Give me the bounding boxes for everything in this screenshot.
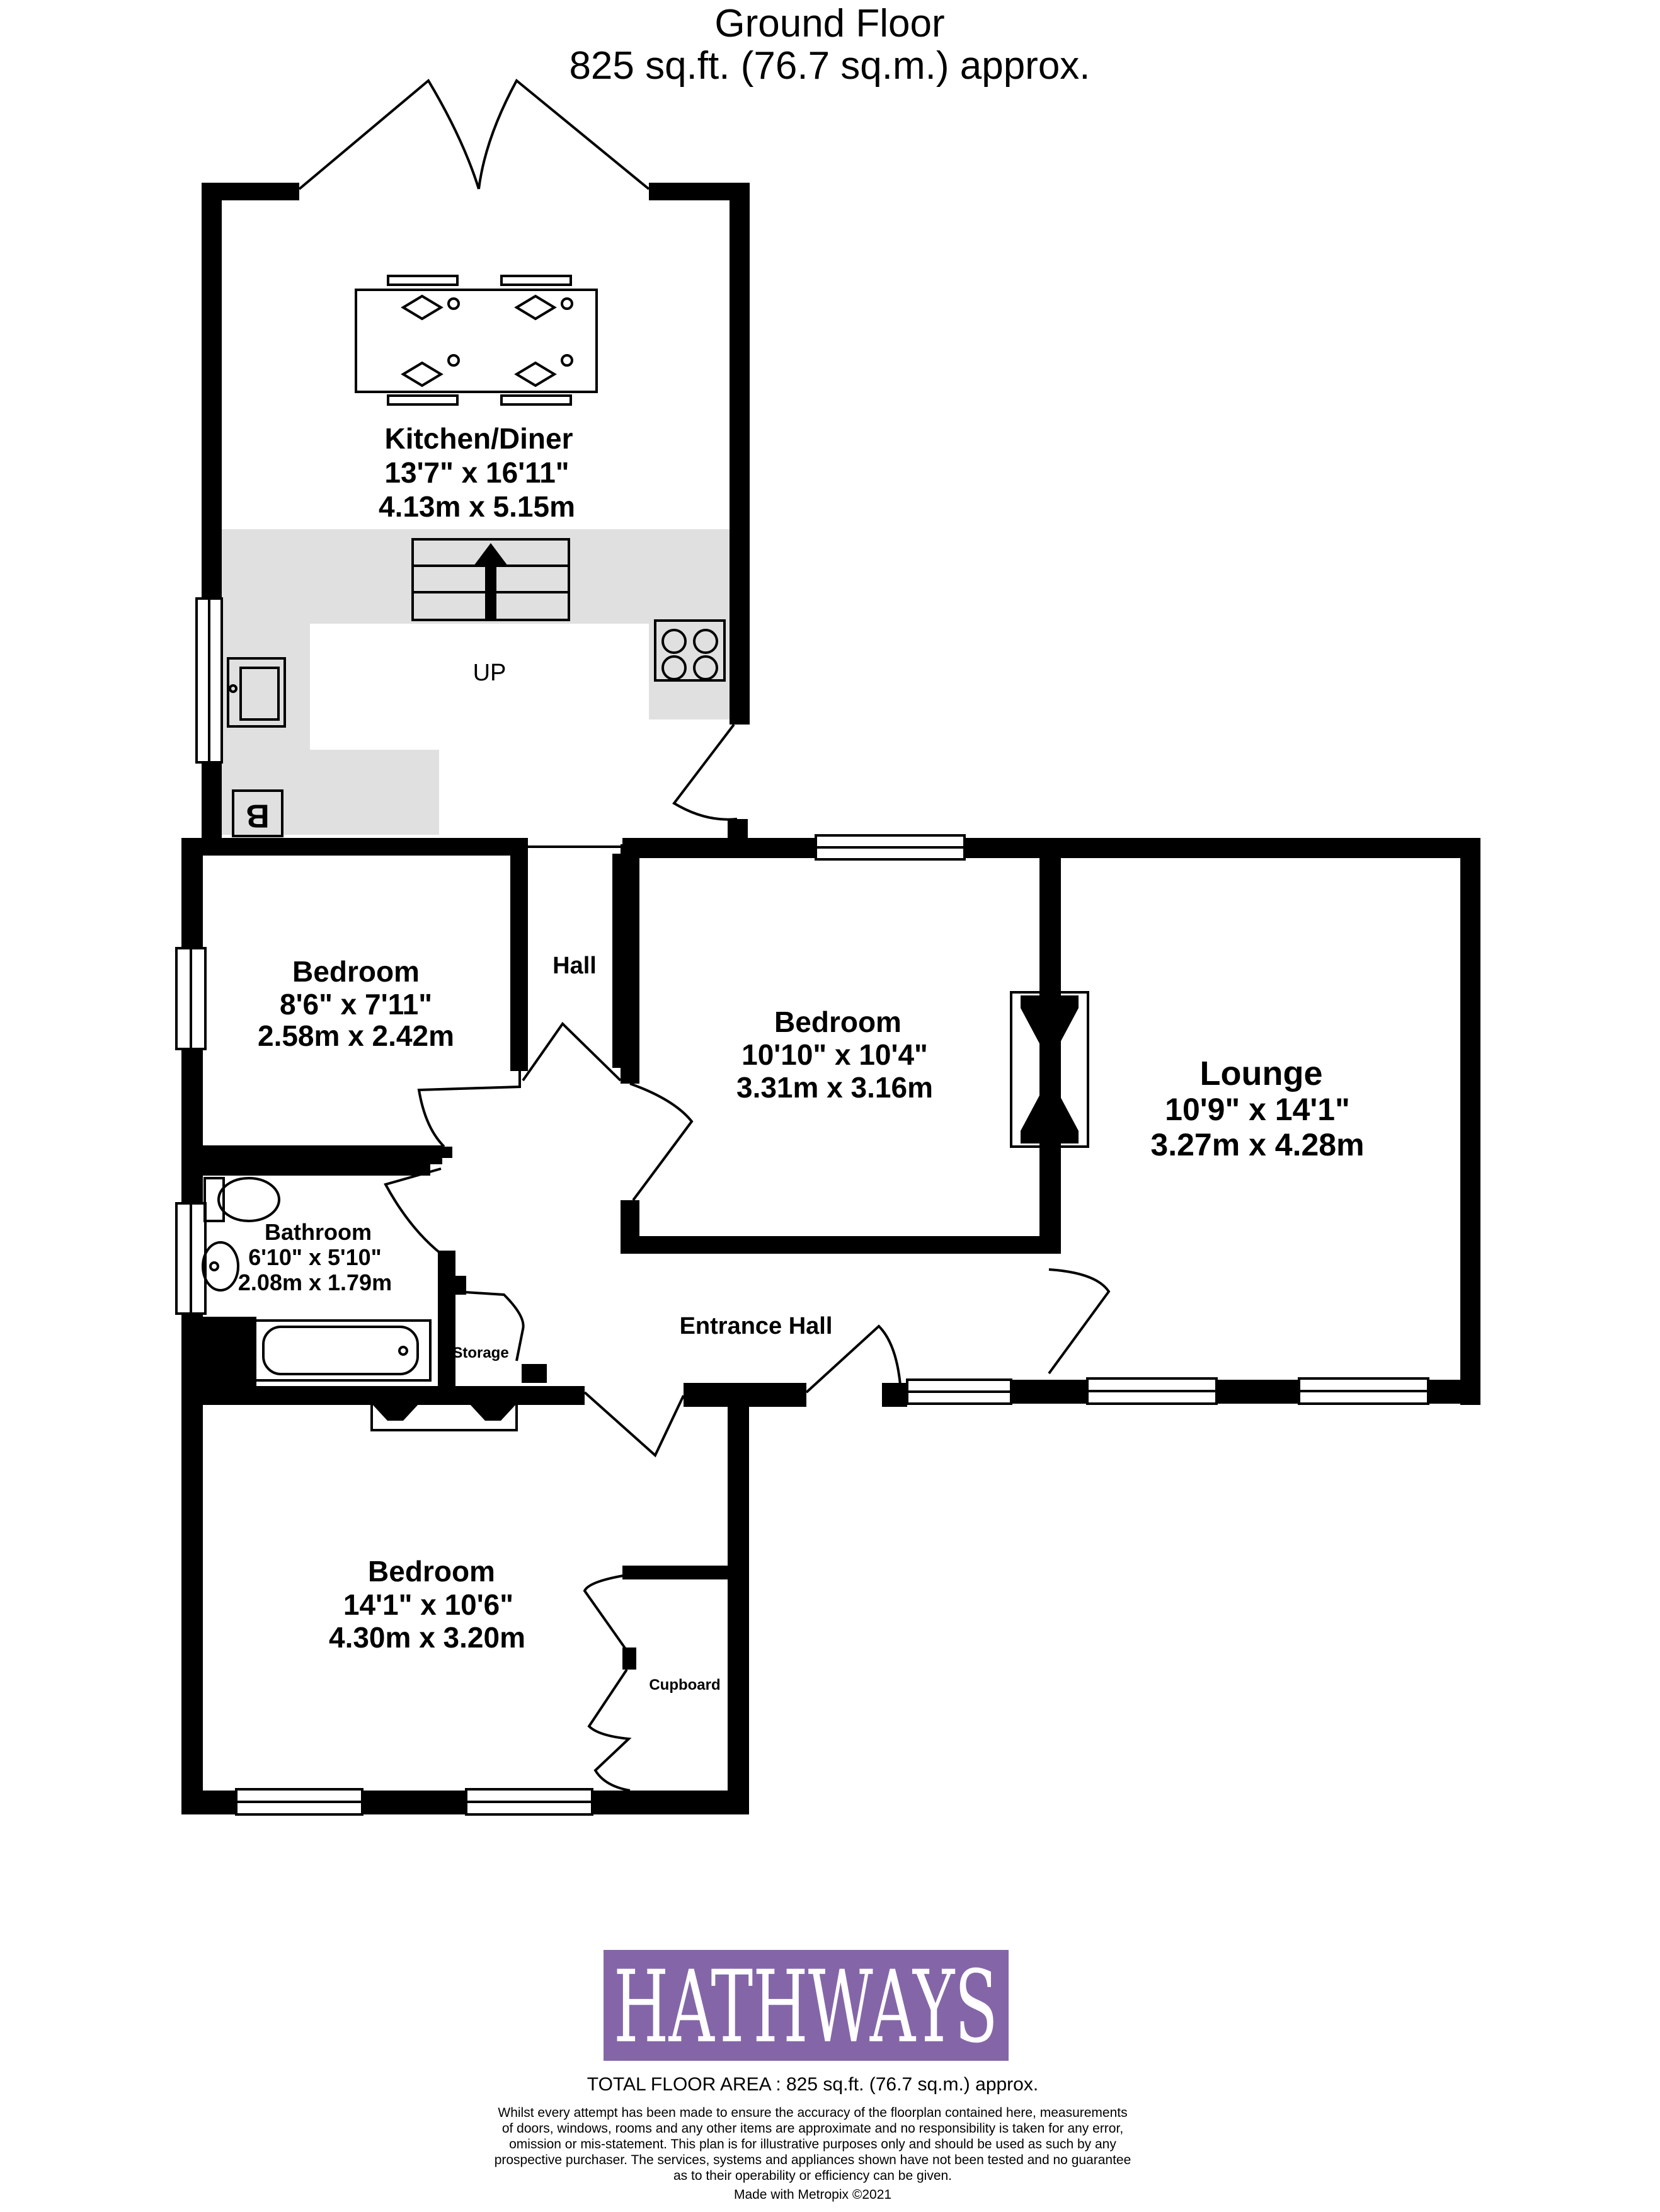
french-doors — [298, 78, 650, 190]
lounge-metric: 3.27m x 4.28m — [1150, 1127, 1364, 1162]
wall — [1011, 1380, 1055, 1404]
kitchen-diner: B Kitchen/Diner 13'7" x 16'11" 4.13m x 5… — [195, 78, 750, 841]
bedroom-middle-metric: 3.31m x 3.16m — [736, 1071, 933, 1104]
bedroom-middle-imperial: 10'10" x 10'4" — [741, 1038, 928, 1071]
cupboard-label: Cupboard — [649, 1676, 720, 1693]
wall — [181, 1386, 203, 1814]
floor-name: Ground Floor — [714, 2, 944, 45]
entrance-hall: Entrance Hall — [547, 1313, 1055, 1458]
basin-icon — [202, 1241, 239, 1292]
worktop — [222, 750, 439, 835]
wall — [621, 844, 639, 1084]
wall — [203, 1317, 256, 1399]
dining-table-icon — [355, 275, 598, 406]
wall — [522, 1364, 547, 1383]
wall — [622, 1648, 636, 1670]
wall — [1039, 838, 1480, 857]
wall — [181, 838, 517, 856]
floor-area: 825 sq.ft. (76.7 sq.m.) approx. — [569, 44, 1090, 88]
wall — [547, 1386, 585, 1405]
door-swing — [455, 1290, 525, 1361]
storage: Storage — [438, 1251, 547, 1402]
bedroom-small-imperial: 8'6" x 7'11" — [280, 988, 432, 1021]
door-swing — [672, 723, 738, 821]
wall — [621, 1236, 1039, 1254]
lounge-imperial: 10'9" x 14'1" — [1165, 1092, 1350, 1127]
wall — [1460, 838, 1480, 1405]
bath-icon — [254, 1319, 432, 1382]
hathways-logo: HATHWAYS — [604, 1949, 1009, 2065]
disclaimer-line: of doors, windows, rooms and any other i… — [502, 2121, 1123, 2136]
sink-icon — [227, 657, 286, 728]
wall — [728, 1386, 749, 1814]
bedroom-large-imperial: 14'1" x 10'6" — [343, 1588, 513, 1621]
kitchen-name: Kitchen/Diner — [384, 422, 573, 455]
door-swing — [384, 1167, 442, 1255]
hob-icon — [654, 619, 726, 682]
door-swing — [587, 1668, 632, 1792]
fireplace-icon — [1010, 991, 1089, 1148]
disclaimer-line: as to their operability or efficiency ca… — [673, 2169, 952, 2183]
stairs-up-label: UP — [473, 660, 507, 686]
storage-label: Storage — [452, 1344, 508, 1361]
door-swing — [1048, 1268, 1111, 1375]
wall — [728, 819, 748, 851]
bathroom-imperial: 6'10" x 5'10" — [248, 1244, 381, 1270]
disclaimer-line: prospective purchaser. The services, sys… — [495, 2153, 1131, 2167]
wall — [435, 1147, 452, 1158]
kitchen-imperial: 13'7" x 16'11" — [384, 456, 569, 489]
door-swing — [629, 1082, 694, 1201]
wall — [622, 1566, 739, 1579]
stairs-icon — [411, 538, 570, 621]
door-swing — [805, 1324, 902, 1394]
lounge: Lounge 10'9" x 14'1" 3.27m x 4.28m — [1039, 838, 1480, 1405]
disclaimer-line: Whilst every attempt has been made to en… — [498, 2106, 1127, 2120]
bedroom-small-metric: 2.58m x 2.42m — [258, 1019, 454, 1052]
bedroom-large-name: Bedroom — [368, 1555, 495, 1588]
door-swing — [417, 1071, 521, 1148]
wall — [882, 1383, 907, 1407]
kitchen-metric: 4.13m x 5.15m — [379, 490, 575, 523]
bedroom-middle-name: Bedroom — [774, 1006, 902, 1038]
door-swing — [522, 1021, 622, 1082]
logo-text: HATHWAYS — [614, 1949, 998, 2065]
hall-label: Hall — [552, 953, 597, 979]
hall: Hall — [522, 854, 630, 1082]
entrance-hall-label: Entrance Hall — [680, 1313, 833, 1339]
bedroom-large-metric: 4.30m x 3.20m — [329, 1621, 525, 1654]
radiator-icon — [370, 1401, 518, 1431]
disclaimer-line: omission or mis-statement. This plan is … — [509, 2137, 1116, 2152]
toilet-icon — [203, 1177, 280, 1222]
bathroom: Bathroom 6'10" x 5'10" 2.08m x 1.79m — [175, 1147, 585, 1405]
bedroom-large: Cupboard Bedroom 14'1" x 10'6" 4.30m x 3… — [181, 1386, 749, 1816]
svg-text:B: B — [246, 797, 270, 834]
bedroom-middle: Bedroom 10'10" x 10'4" 3.31m x 3.16m — [621, 844, 1089, 1254]
total-floor-area: TOTAL FLOOR AREA : 825 sq.ft. (76.7 sq.m… — [587, 2074, 1038, 2095]
wall — [730, 183, 750, 725]
wall — [438, 1251, 455, 1402]
wall — [510, 838, 528, 1071]
credit: Made with Metropix ©2021 — [734, 2187, 891, 2202]
wall — [649, 183, 750, 200]
bathroom-metric: 2.08m x 1.79m — [238, 1269, 392, 1295]
bedroom-small-name: Bedroom — [292, 955, 420, 988]
door-swing — [583, 1391, 685, 1458]
bathroom-name: Bathroom — [265, 1219, 372, 1245]
wall — [181, 1158, 430, 1176]
boiler-icon: B — [232, 789, 283, 837]
wall — [202, 183, 299, 200]
door-swing — [583, 1574, 628, 1652]
lounge-name: Lounge — [1200, 1055, 1323, 1092]
